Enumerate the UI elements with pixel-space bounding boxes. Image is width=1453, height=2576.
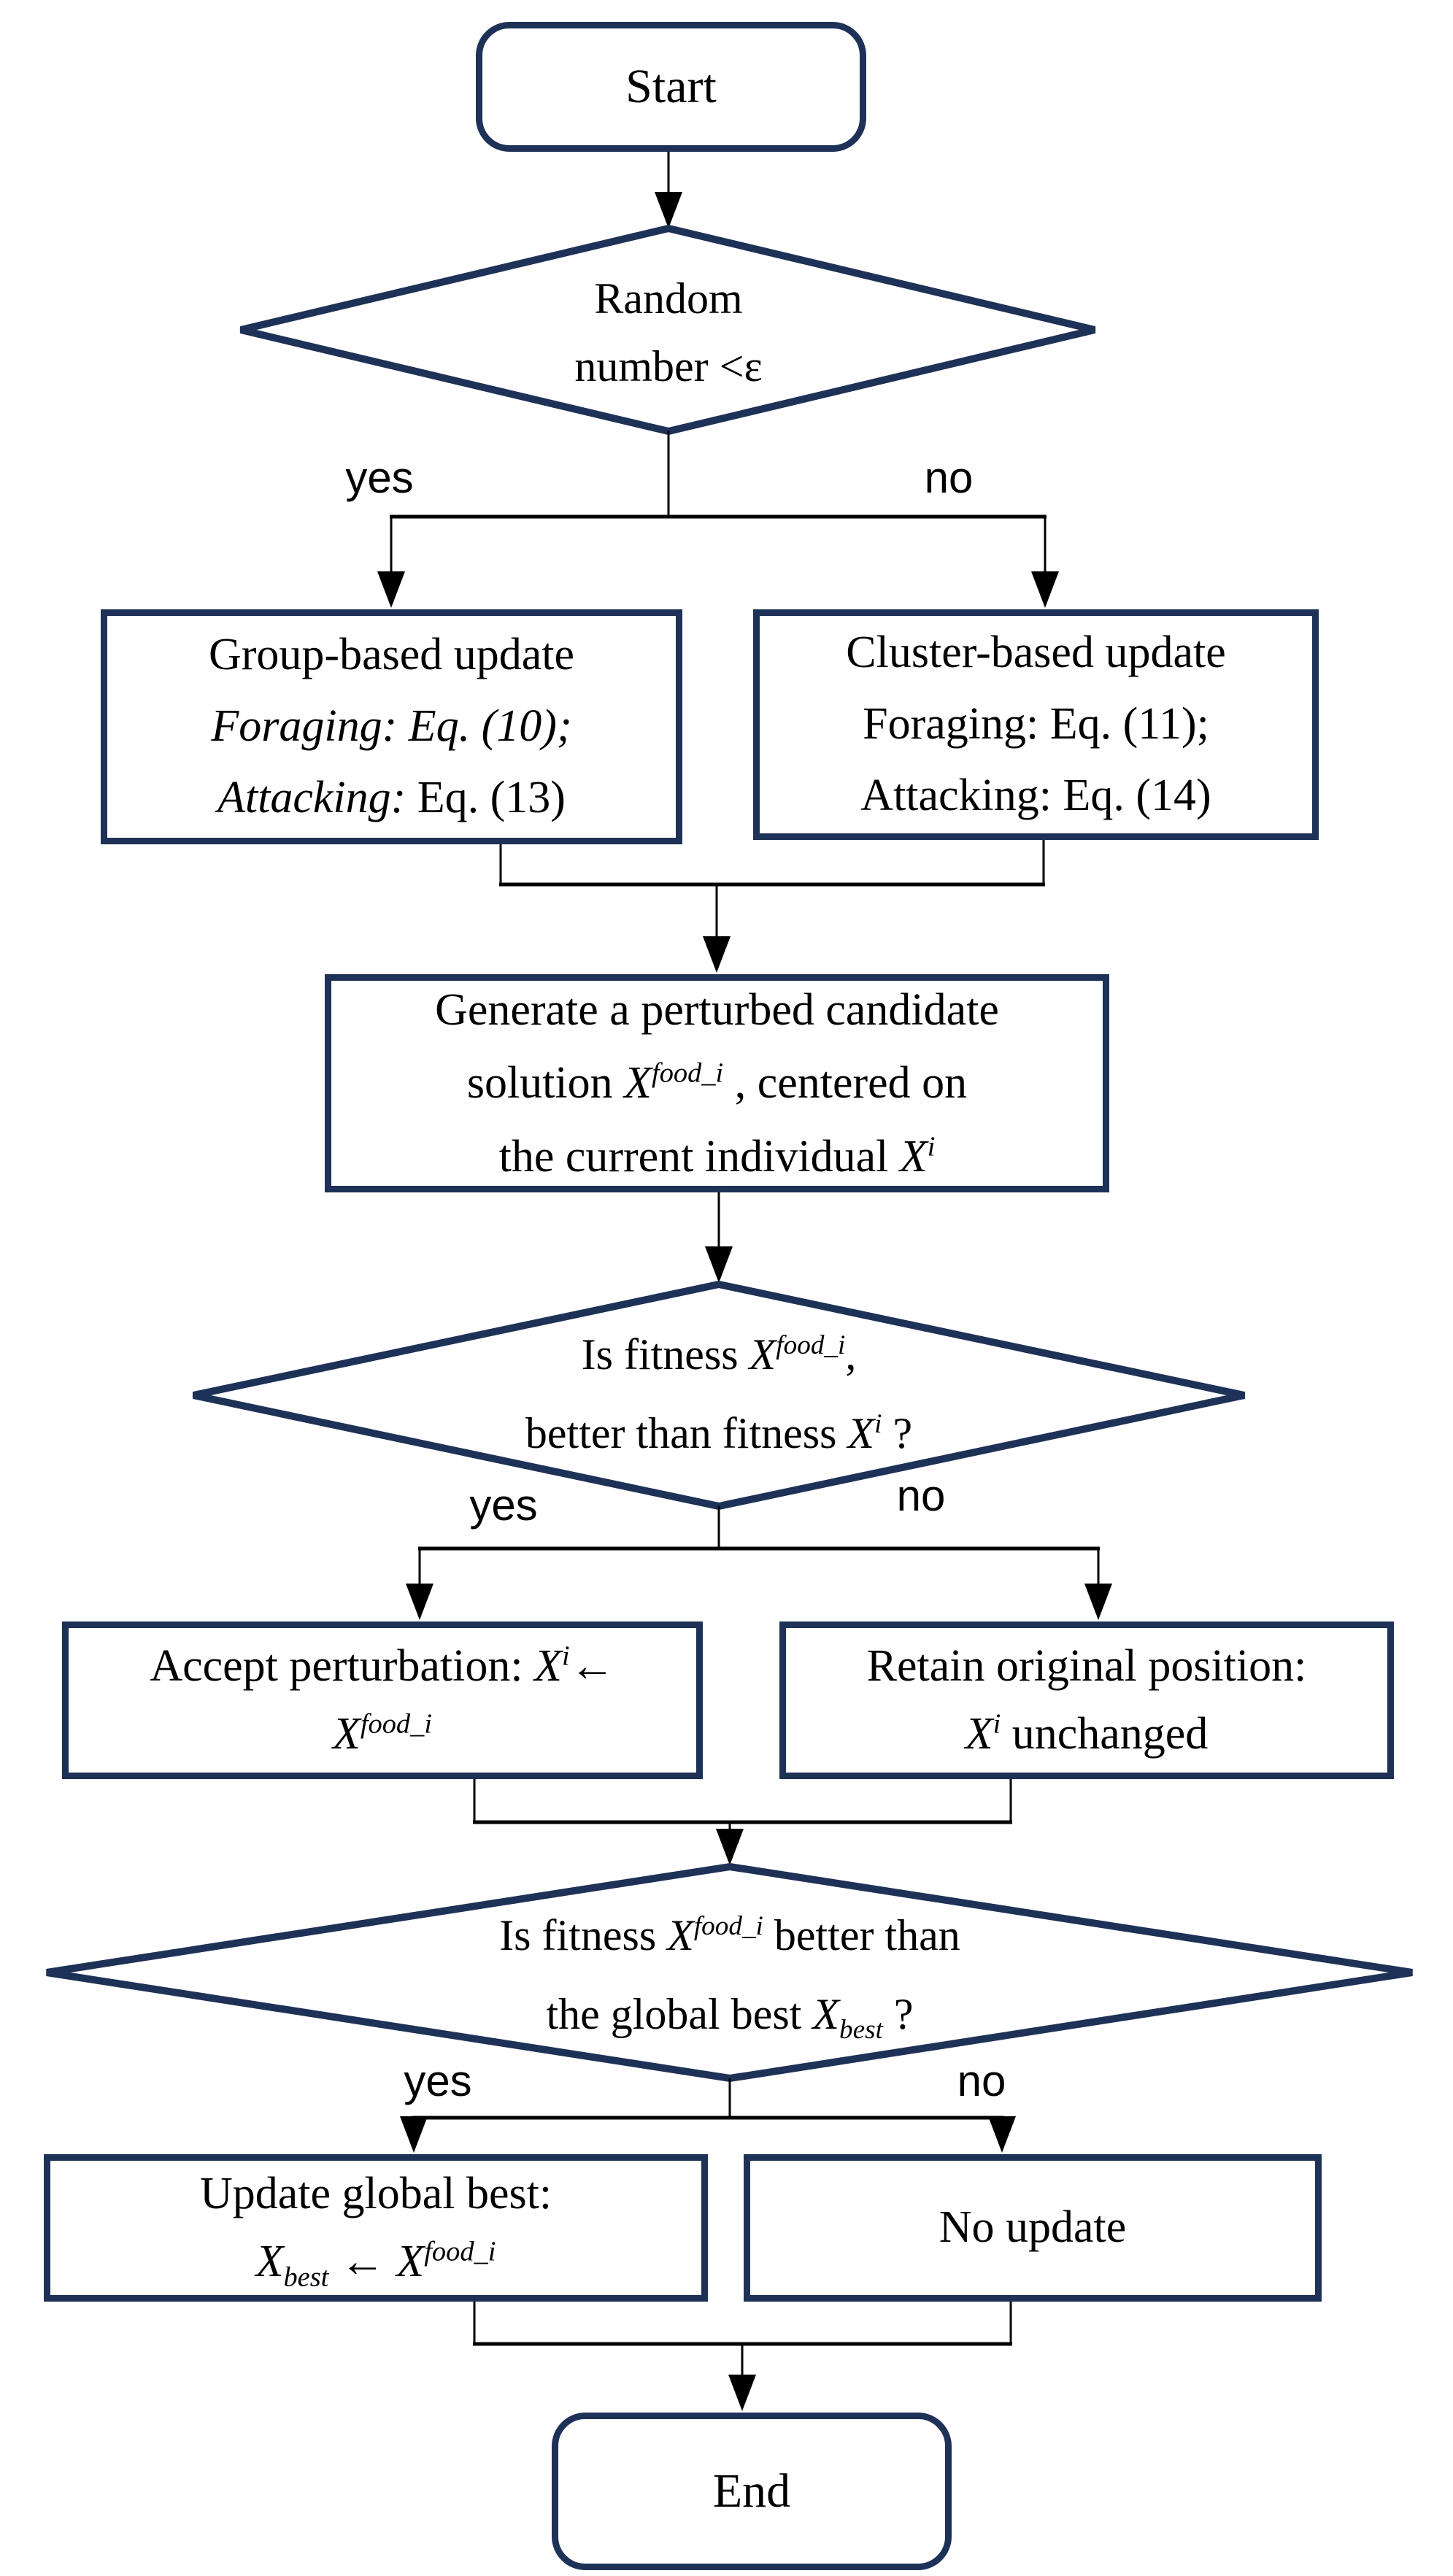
branch2-yes-label: yes: [469, 1481, 538, 1530]
accept-line2: Xfood_i: [69, 1700, 696, 1768]
branch2-no-label: no: [896, 1471, 946, 1520]
arrowhead-end: [728, 2375, 756, 2411]
arrowhead-no-update: [988, 2116, 1016, 2153]
end-node: End: [552, 2413, 952, 2570]
x-symbol: X: [899, 1131, 928, 1181]
left-arrow-symbol: ←: [328, 2237, 397, 2286]
generate-line2: solution Xfood_i , centered on: [466, 1057, 968, 1108]
decision-random-line1: Random: [594, 274, 743, 323]
arrowhead-update-best: [400, 2116, 428, 2153]
i-superscript: i: [993, 1708, 1001, 1740]
best-subscript: best: [283, 2261, 329, 2293]
food-i-superscript: food_i: [652, 1057, 724, 1089]
x-symbol: X: [534, 1641, 562, 1691]
food-i-superscript: food_i: [424, 2236, 496, 2267]
update-best-box: Update global best: Xbest ← Xfood_i: [44, 2154, 708, 2302]
arrowhead-decision2: [705, 1246, 733, 1283]
x-symbol: X: [667, 1910, 694, 1959]
decision-random-line2: number <ε: [574, 342, 763, 390]
decision-fitness-line2: better than fitness Xi ?: [525, 1409, 913, 1457]
branch1-no-label: no: [924, 453, 974, 502]
arrowhead-retain: [1084, 1584, 1112, 1620]
start-node: Start: [476, 22, 866, 152]
decision-global-line2: the global best Xbest ?: [546, 1989, 914, 2045]
group-update-line1: Group-based update: [209, 630, 574, 680]
cluster-update-line1: Cluster-based update: [846, 628, 1226, 678]
decision-global-line1: Is fitness Xfood_i better than: [499, 1910, 960, 1959]
cluster-update-line3: Attacking: Eq. (14): [860, 770, 1211, 820]
generate-line1: Generate a perturbed candidate: [435, 984, 999, 1035]
x-symbol: X: [624, 1058, 652, 1108]
best-subscript: best: [839, 2014, 883, 2045]
branch3-no-label: no: [957, 2056, 1006, 2105]
group-update-box: Group-based update Foraging: Eq. (10); A…: [101, 609, 682, 844]
generate-line3: the current individual Xi: [498, 1131, 936, 1181]
arrowhead-decision1: [655, 192, 682, 228]
arrowhead-generate: [703, 936, 731, 973]
arrowhead-cluster-update: [1031, 571, 1059, 608]
update-best-line2: Xbest ← Xfood_i: [50, 2228, 701, 2296]
arrowhead-accept: [406, 1584, 433, 1620]
x-symbol: X: [255, 2237, 284, 2286]
i-superscript: i: [874, 1409, 882, 1439]
x-symbol: X: [749, 1330, 776, 1378]
x-symbol: X: [332, 1709, 361, 1759]
branch3-yes-label: yes: [404, 2056, 472, 2105]
cluster-update-line2: Foraging: Eq. (11);: [863, 699, 1209, 749]
food-i-superscript: food_i: [360, 1708, 433, 1740]
retain-line1: Retain original position:: [866, 1641, 1307, 1691]
cluster-update-box: Cluster-based update Foraging: Eq. (11);…: [753, 609, 1319, 840]
food-i-superscript: food_i: [776, 1330, 846, 1360]
decision-fitness-line1: Is fitness Xfood_i,: [581, 1330, 857, 1378]
x-symbol: X: [965, 1709, 993, 1759]
accept-box: Accept perturbation: Xi← Xfood_i: [62, 1621, 703, 1779]
decision-random-text: Random number <ε: [413, 269, 924, 396]
arrowhead-group-update: [377, 571, 405, 608]
start-label: Start: [625, 60, 717, 113]
update-best-line1: Update global best:: [199, 2169, 552, 2218]
i-superscript: i: [927, 1131, 936, 1162]
generate-box: Generate a perturbed candidate solution …: [325, 974, 1109, 1192]
left-arrow-symbol: ←: [569, 1641, 615, 1691]
x-symbol: X: [847, 1409, 875, 1457]
accept-line1: Accept perturbation: Xi←: [150, 1640, 615, 1691]
retain-line2: Xi unchanged: [965, 1708, 1209, 1759]
end-label: End: [712, 2464, 791, 2518]
x-symbol: X: [396, 2237, 425, 2286]
no-update-label: No update: [939, 2202, 1127, 2253]
food-i-superscript: food_i: [693, 1910, 763, 1941]
branch1-yes-label: yes: [345, 453, 414, 502]
group-update-line2: Foraging: Eq. (10);: [211, 701, 572, 752]
arrowhead-decision3: [716, 1829, 744, 1865]
group-update-line3: Attacking: Eq. (13): [217, 772, 566, 822]
no-update-box: No update: [744, 2154, 1322, 2302]
i-superscript: i: [561, 1640, 570, 1672]
decision-fitness-text: Is fitness Xfood_i, better than fitness …: [390, 1314, 1047, 1474]
x-symbol: X: [812, 1989, 840, 2038]
decision-global-text: Is fitness Xfood_i better than the globa…: [336, 1896, 1124, 2053]
retain-box: Retain original position: Xi unchanged: [779, 1621, 1394, 1779]
